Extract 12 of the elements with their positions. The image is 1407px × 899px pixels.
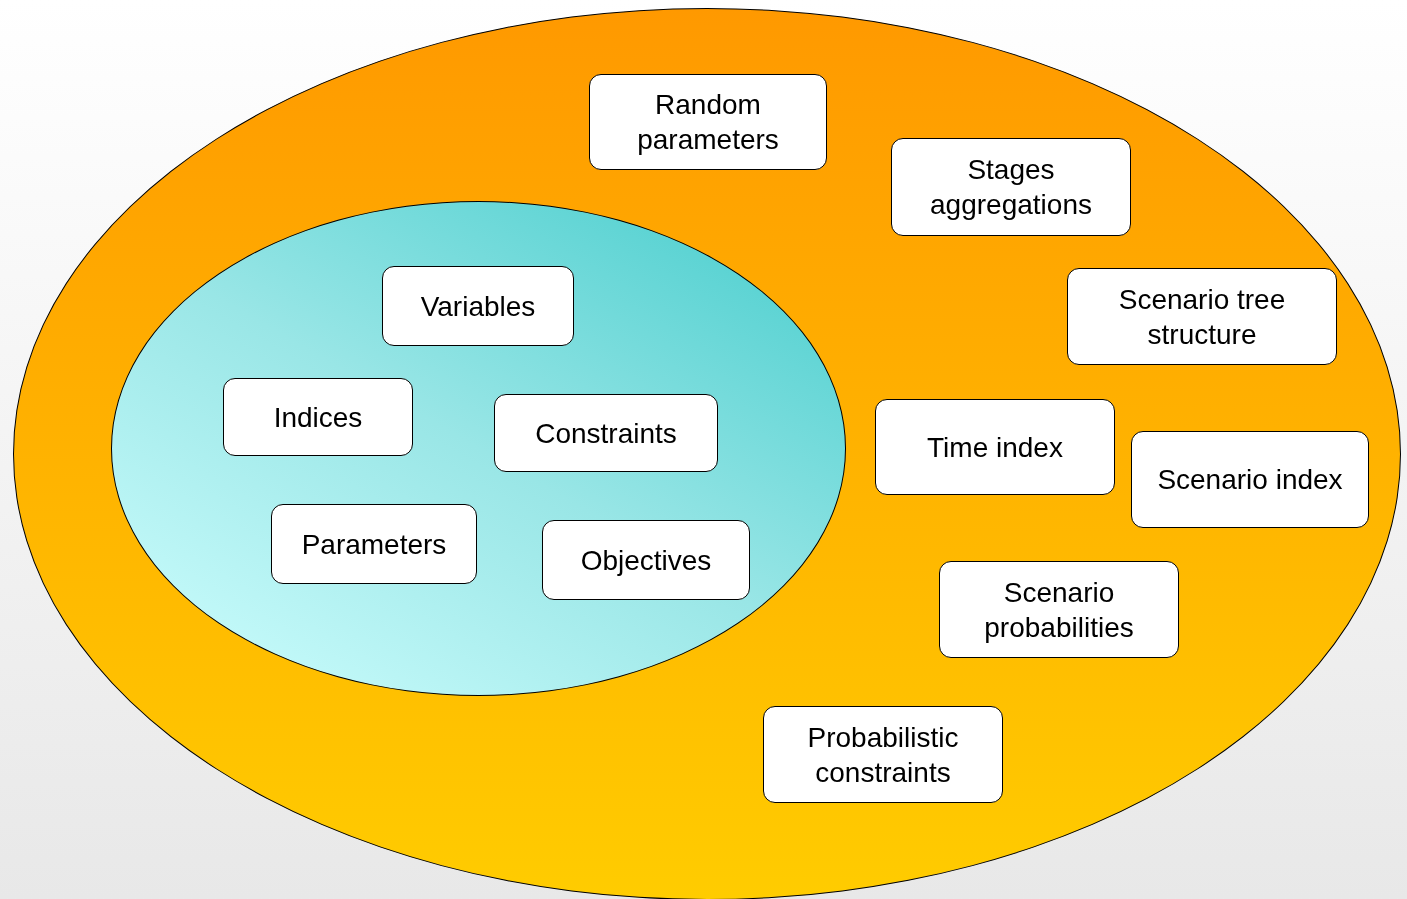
label-box: Scenario probabilities: [939, 561, 1179, 658]
label-box: Objectives: [542, 520, 750, 600]
label-box: Random parameters: [589, 74, 827, 170]
label-box: Scenario tree structure: [1067, 268, 1337, 365]
label-box: Indices: [223, 378, 413, 456]
label-box: Parameters: [271, 504, 477, 584]
label-box: Scenario index: [1131, 431, 1369, 528]
label-box: Time index: [875, 399, 1115, 495]
label-box: Probabilistic constraints: [763, 706, 1003, 803]
label-box: Stages aggregations: [891, 138, 1131, 236]
label-box: Constraints: [494, 394, 718, 472]
label-box: Variables: [382, 266, 574, 346]
